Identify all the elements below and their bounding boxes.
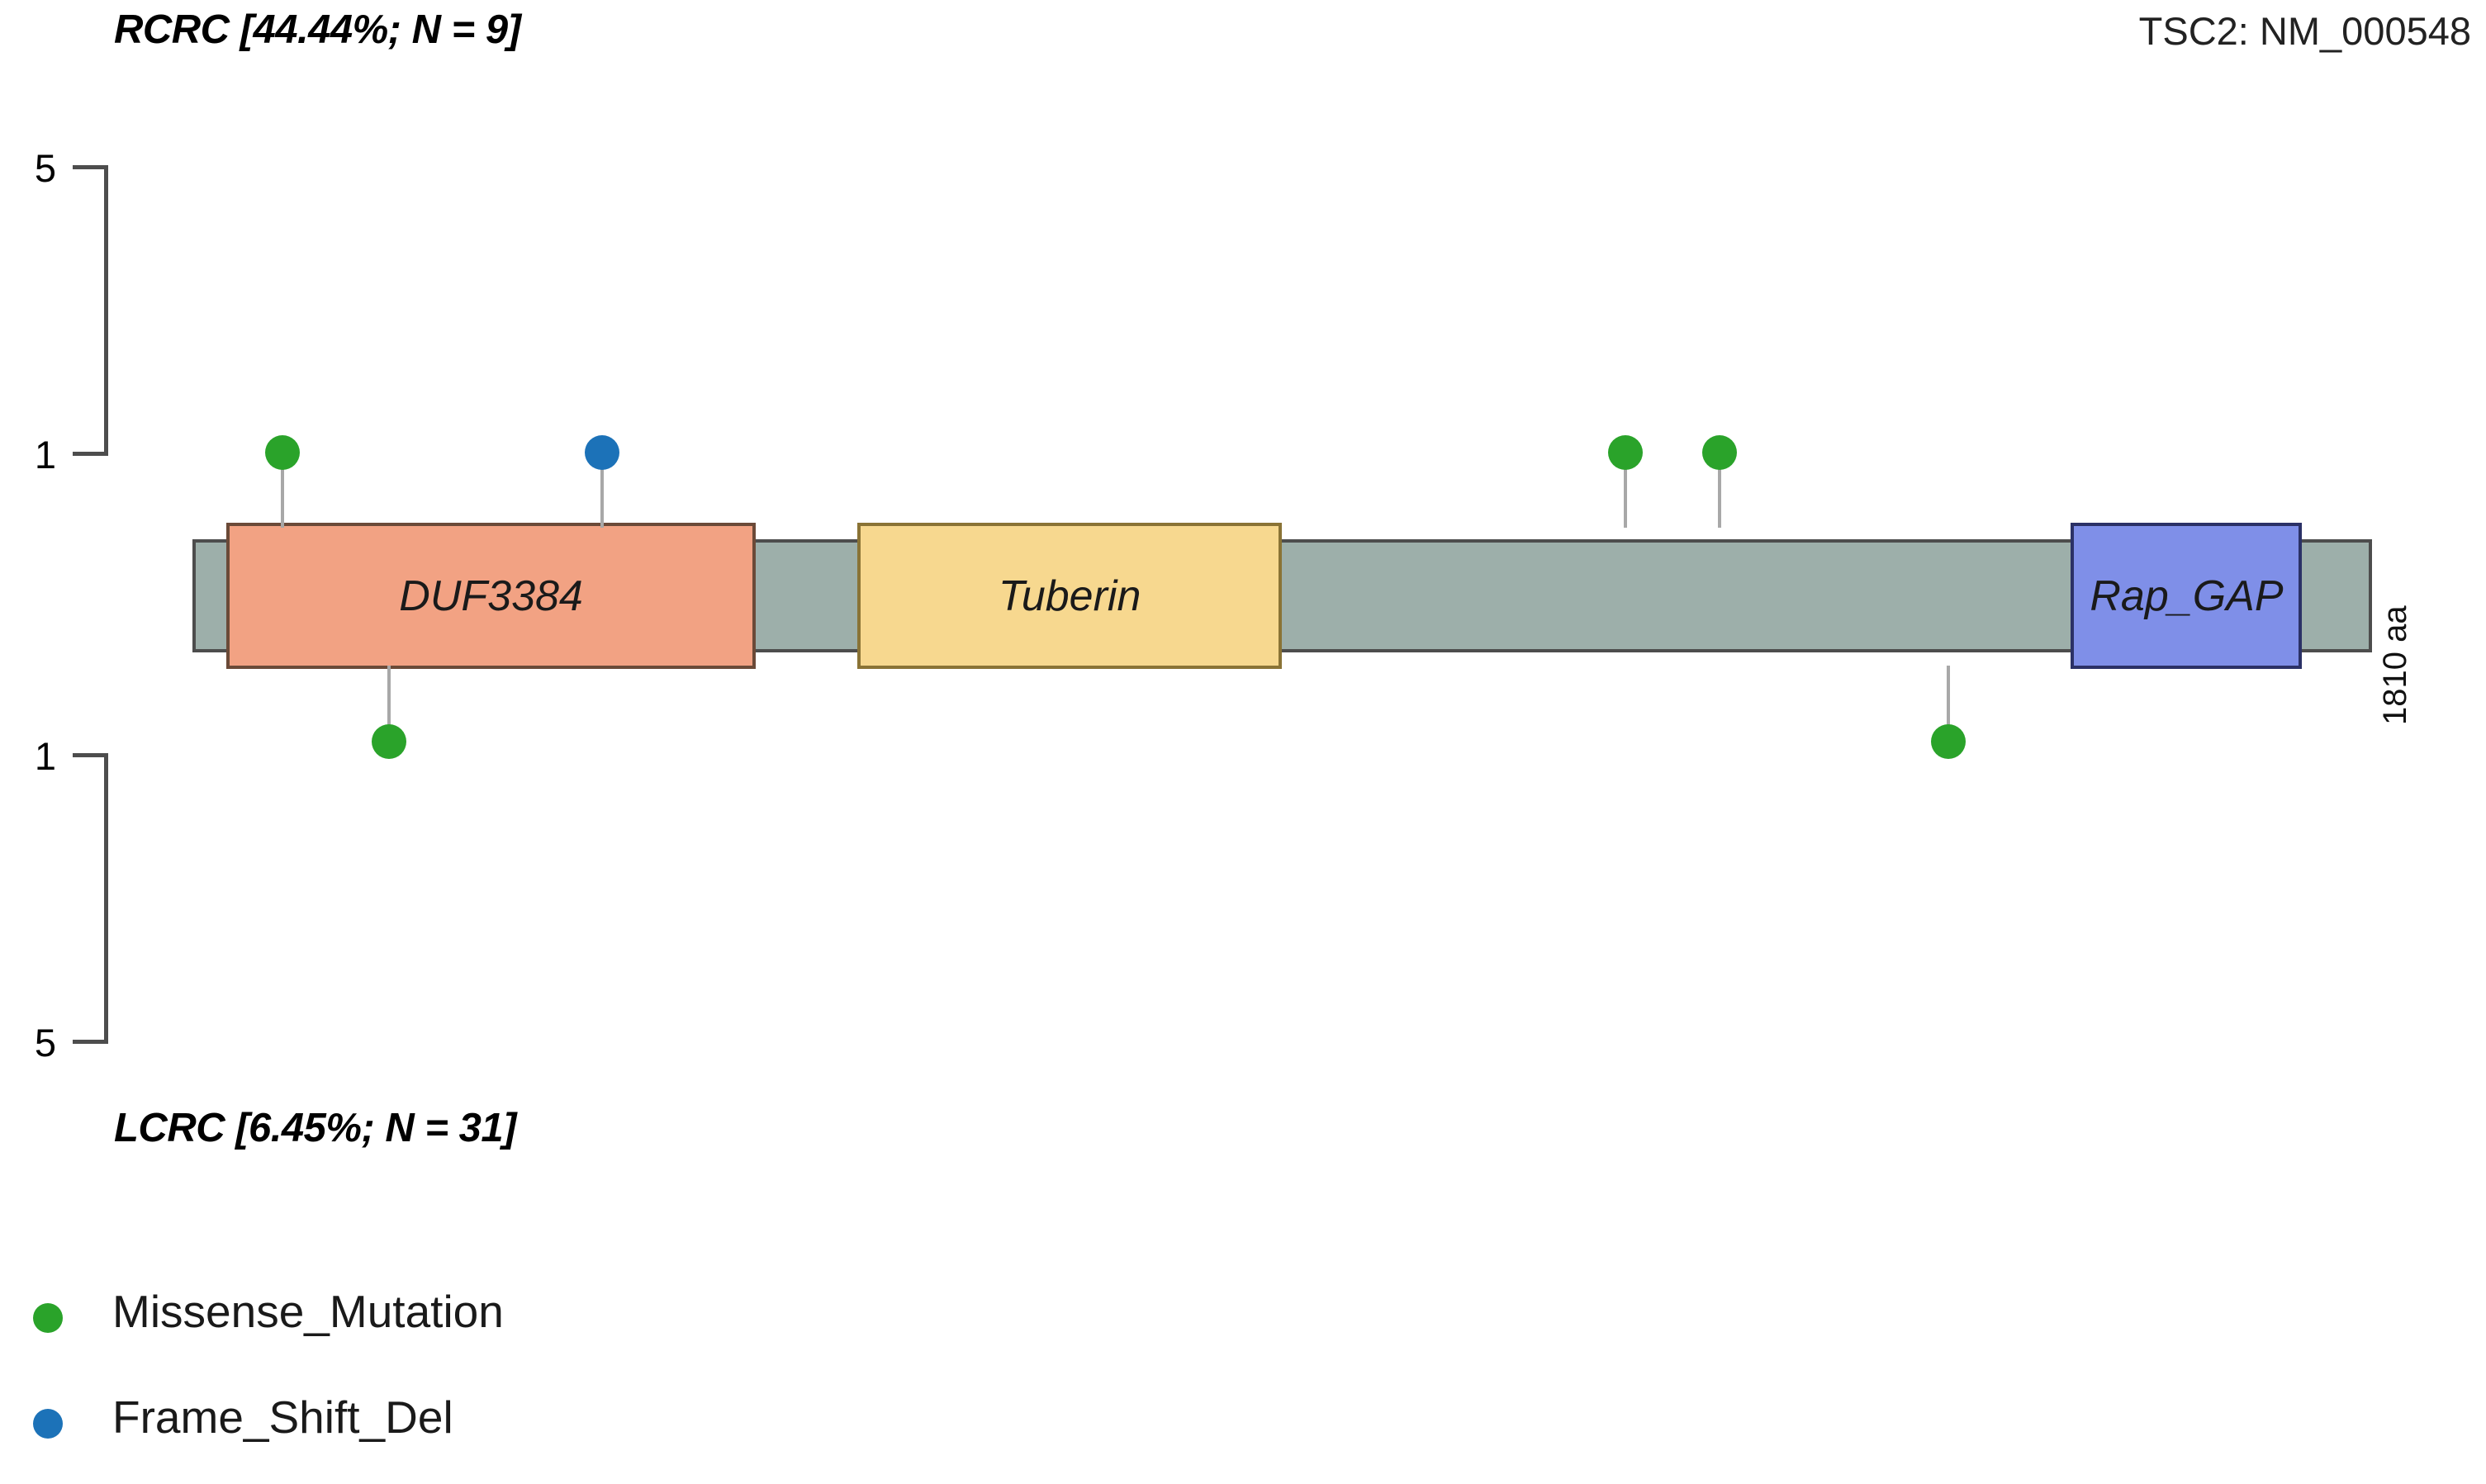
lollipop-stem <box>1946 666 1950 742</box>
rcrc-group-title: RCRC [44.44%; N = 9] <box>114 7 521 52</box>
lollipop-stem <box>387 666 391 742</box>
lcrc-group-title: LCRC [6.45%; N = 31] <box>114 1106 516 1150</box>
bottom-axis-tick-max <box>73 753 106 757</box>
lollipop-stem <box>1624 453 1628 528</box>
top-axis-tick-min <box>73 452 106 456</box>
lollipop-head-missense-mutation[interactable] <box>1608 435 1644 470</box>
top-axis-tick-max <box>73 165 106 169</box>
top-axis-label-max: 5 <box>34 146 56 190</box>
protein-domain-tuberin[interactable]: Tuberin <box>856 523 1283 669</box>
protein-domain-rap_gap[interactable]: Rap_GAP <box>2071 523 2303 669</box>
legend-label: Frame_Shift_Del <box>112 1392 453 1443</box>
bottom-axis-label-min: 5 <box>34 1021 56 1064</box>
bottom-axis-tick-min <box>73 1040 106 1044</box>
lollipop-head-missense-mutation[interactable] <box>1701 435 1737 470</box>
legend-label: Missense_Mutation <box>112 1286 504 1337</box>
lollipop-head-missense-mutation[interactable] <box>371 724 406 759</box>
bottom-axis-label-max: 1 <box>34 734 56 778</box>
bottom-axis-spine <box>104 753 108 1044</box>
top-axis-spine <box>104 165 108 456</box>
lollipop-head-missense-mutation[interactable] <box>1930 724 1966 759</box>
lollipop-head-frame-shift-del[interactable] <box>584 435 619 470</box>
protein-domain-duf3384[interactable]: DUF3384 <box>225 523 757 669</box>
lollipop-stem <box>600 453 604 528</box>
protein-length-label: 1810 aa <box>2377 605 2413 725</box>
domain-label: Tuberin <box>998 571 1141 620</box>
domain-label: DUF3384 <box>399 571 583 620</box>
top-axis-label-min: 1 <box>34 433 56 476</box>
domain-label: Rap_GAP <box>2090 571 2284 620</box>
legend-dot-icon <box>33 1409 63 1439</box>
legend-dot-icon <box>33 1303 63 1333</box>
lollipop-stem <box>1717 453 1721 528</box>
lollipop-head-missense-mutation[interactable] <box>265 435 301 470</box>
gene-transcript-title: TSC2: NM_000548 <box>2138 9 2471 53</box>
lollipop-stem <box>281 453 285 528</box>
